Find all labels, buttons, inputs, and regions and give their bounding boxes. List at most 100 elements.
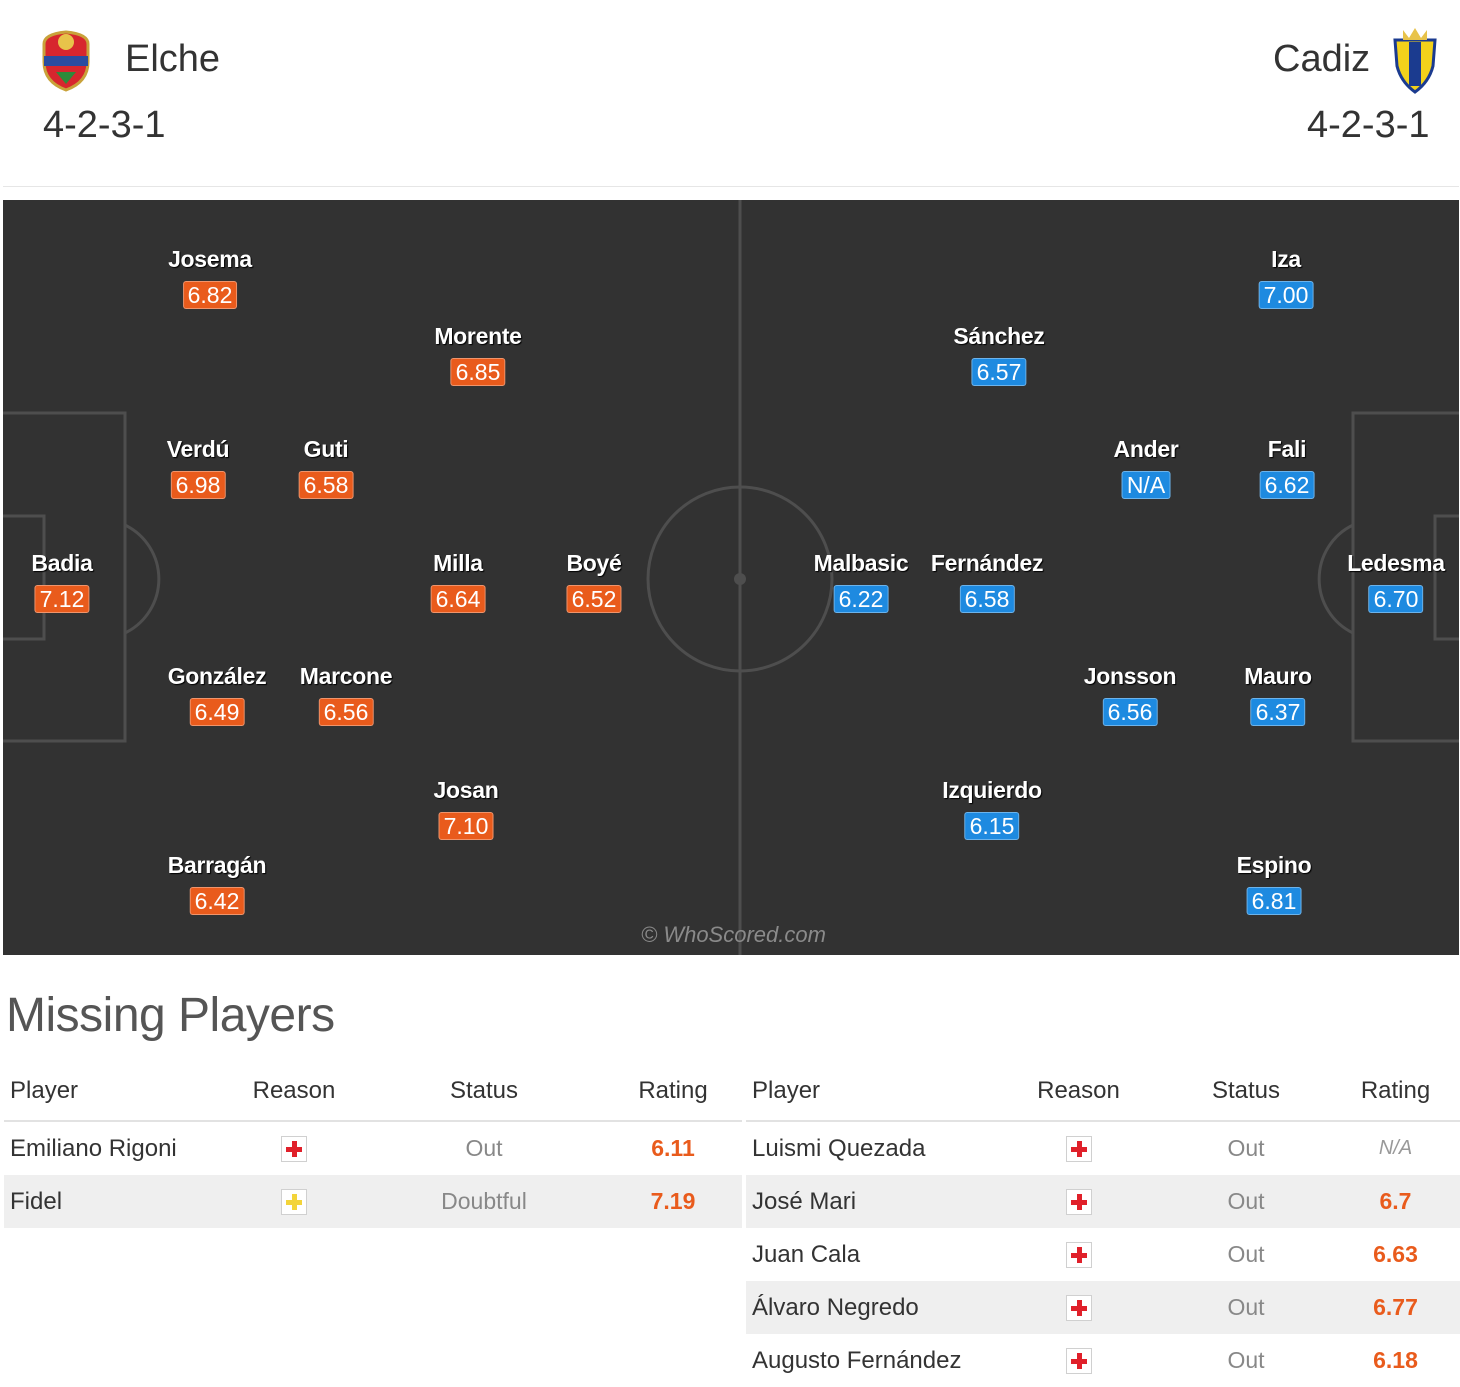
home-player[interactable]: Boyé 6.52	[566, 549, 622, 613]
column-header-status[interactable]: Status	[364, 1062, 604, 1122]
column-header-player[interactable]: Player	[746, 1062, 996, 1122]
home-player[interactable]: Milla 6.64	[430, 549, 486, 613]
away-player[interactable]: Espino 6.81	[1237, 851, 1312, 915]
player-rating: 7.10	[438, 812, 494, 840]
column-header-status[interactable]: Status	[1161, 1062, 1331, 1122]
doubtful-icon[interactable]	[281, 1189, 307, 1216]
injury-icon[interactable]	[1065, 1242, 1092, 1269]
away-player[interactable]: Sánchez 6.57	[953, 322, 1045, 386]
cadiz-crest-icon	[1393, 28, 1437, 94]
away-missing-table: Player Reason Status Rating Luismi Queza…	[746, 1062, 1460, 1387]
rating-value: 6.63	[1373, 1241, 1418, 1267]
player-rating: 6.49	[189, 698, 245, 726]
away-player[interactable]: Fernández 6.58	[931, 549, 1043, 613]
player-name: Marcone	[299, 663, 393, 689]
status-text: Out	[1161, 1281, 1331, 1334]
player-name: Iza	[1271, 246, 1301, 272]
injury-icon[interactable]	[1065, 1295, 1092, 1322]
home-player[interactable]: Marcone 6.56	[299, 662, 393, 726]
player-rating: 6.37	[1250, 698, 1306, 726]
player-link[interactable]: Luismi Quezada	[752, 1134, 926, 1162]
player-link[interactable]: Juan Cala	[752, 1240, 861, 1268]
watermark: © WhoScored.com	[641, 922, 826, 947]
column-header-rating[interactable]: Rating	[604, 1062, 742, 1122]
player-name: Josema	[168, 246, 252, 272]
reason-cell	[224, 1175, 364, 1228]
elche-crest-icon	[42, 30, 90, 92]
column-header-rating[interactable]: Rating	[1331, 1062, 1460, 1122]
away-team-name[interactable]: Cadiz	[1273, 38, 1371, 80]
player-name: Sánchez	[953, 323, 1045, 349]
player-rating: 6.98	[170, 471, 226, 499]
player-rating: 6.22	[833, 585, 889, 613]
home-player[interactable]: Guti 6.58	[298, 435, 354, 499]
column-header-player[interactable]: Player	[4, 1062, 224, 1122]
home-player[interactable]: González 6.49	[168, 662, 267, 726]
rating-value: 6.77	[1331, 1281, 1460, 1334]
player-rating: 6.64	[430, 585, 486, 613]
player-name: Josan	[433, 777, 499, 803]
player-name: Morente	[434, 323, 522, 349]
table-row: José Mari Out 6.7	[746, 1175, 1460, 1228]
status-text: Out	[1227, 1347, 1265, 1373]
player-name: Guti	[303, 436, 349, 462]
player-link[interactable]: Fidel	[4, 1175, 224, 1228]
rating-value: 6.11	[651, 1135, 695, 1161]
player-name: Izquierdo	[942, 777, 1042, 803]
player-name: Jonsson	[1083, 663, 1177, 689]
table-row: Luismi Quezada Out N/A	[746, 1121, 1460, 1175]
player-name: Badia	[31, 550, 93, 576]
player-link[interactable]: Emiliano Rigoni	[10, 1134, 177, 1162]
player-rating: 6.58	[298, 471, 354, 499]
home-player[interactable]: Josema 6.82	[168, 245, 252, 309]
rating-value: N/A	[1378, 1137, 1413, 1159]
player-rating: 6.15	[964, 812, 1020, 840]
away-player[interactable]: Fali 6.62	[1259, 435, 1315, 499]
away-player[interactable]: Izquierdo 6.15	[942, 776, 1042, 840]
away-player[interactable]: Jonsson 6.56	[1083, 662, 1177, 726]
reason-cell	[996, 1281, 1161, 1334]
away-player[interactable]: Malbasic 6.22	[814, 549, 909, 613]
away-player[interactable]: Iza 7.00	[1258, 245, 1314, 309]
reason-cell	[996, 1228, 1161, 1281]
player-name: Boyé	[566, 550, 622, 576]
pitch: Josema 6.82 Morente 6.85 Verdú 6.98 Guti…	[3, 200, 1459, 955]
injury-icon[interactable]	[1065, 1136, 1092, 1163]
reason-cell	[224, 1121, 364, 1175]
player-name: Malbasic	[813, 550, 909, 576]
injury-icon[interactable]	[1065, 1189, 1092, 1216]
reason-cell	[996, 1334, 1161, 1387]
table-header-row: Player Reason Status Rating	[4, 1062, 742, 1122]
home-player[interactable]: Morente 6.85	[434, 322, 522, 386]
status-text: Doubtful	[364, 1175, 604, 1228]
player-link[interactable]: Álvaro Negredo	[746, 1281, 996, 1334]
player-name: Mauro	[1244, 663, 1312, 689]
home-team-name[interactable]: Elche	[125, 38, 221, 80]
table-header-row: Player Reason Status Rating	[746, 1062, 1460, 1122]
away-player[interactable]: Ander N/A	[1114, 435, 1179, 499]
player-rating: 6.42	[189, 887, 245, 915]
table-row: Augusto Fernández Out 6.18	[746, 1334, 1460, 1387]
player-name: Fali	[1267, 436, 1307, 462]
column-header-reason[interactable]: Reason	[224, 1062, 364, 1122]
player-link[interactable]: Augusto Fernández	[752, 1346, 962, 1374]
away-player[interactable]: Mauro 6.37	[1244, 662, 1312, 726]
home-player[interactable]: Barragán 6.42	[168, 851, 267, 915]
table-row: Fidel Doubtful 7.19	[4, 1175, 742, 1228]
home-player[interactable]: Josan 7.10	[434, 776, 499, 840]
player-name: González	[167, 663, 267, 689]
home-player[interactable]: Badia 7.12	[31, 549, 93, 613]
player-rating: 7.12	[34, 585, 90, 613]
home-player[interactable]: Verdú 6.98	[166, 435, 230, 499]
away-player[interactable]: Ledesma 6.70	[1347, 549, 1445, 613]
table-row: Emiliano Rigoni Out 6.11	[4, 1121, 742, 1175]
injury-icon[interactable]	[1065, 1348, 1092, 1375]
column-header-reason[interactable]: Reason	[996, 1062, 1161, 1122]
reason-cell	[996, 1175, 1161, 1228]
player-name: Ander	[1113, 436, 1179, 462]
player-link[interactable]: José Mari	[746, 1175, 996, 1228]
player-name: Barragán	[167, 852, 267, 878]
status-text: Out	[1161, 1175, 1331, 1228]
injury-icon[interactable]	[281, 1136, 307, 1163]
player-name: Verdú	[166, 436, 230, 462]
